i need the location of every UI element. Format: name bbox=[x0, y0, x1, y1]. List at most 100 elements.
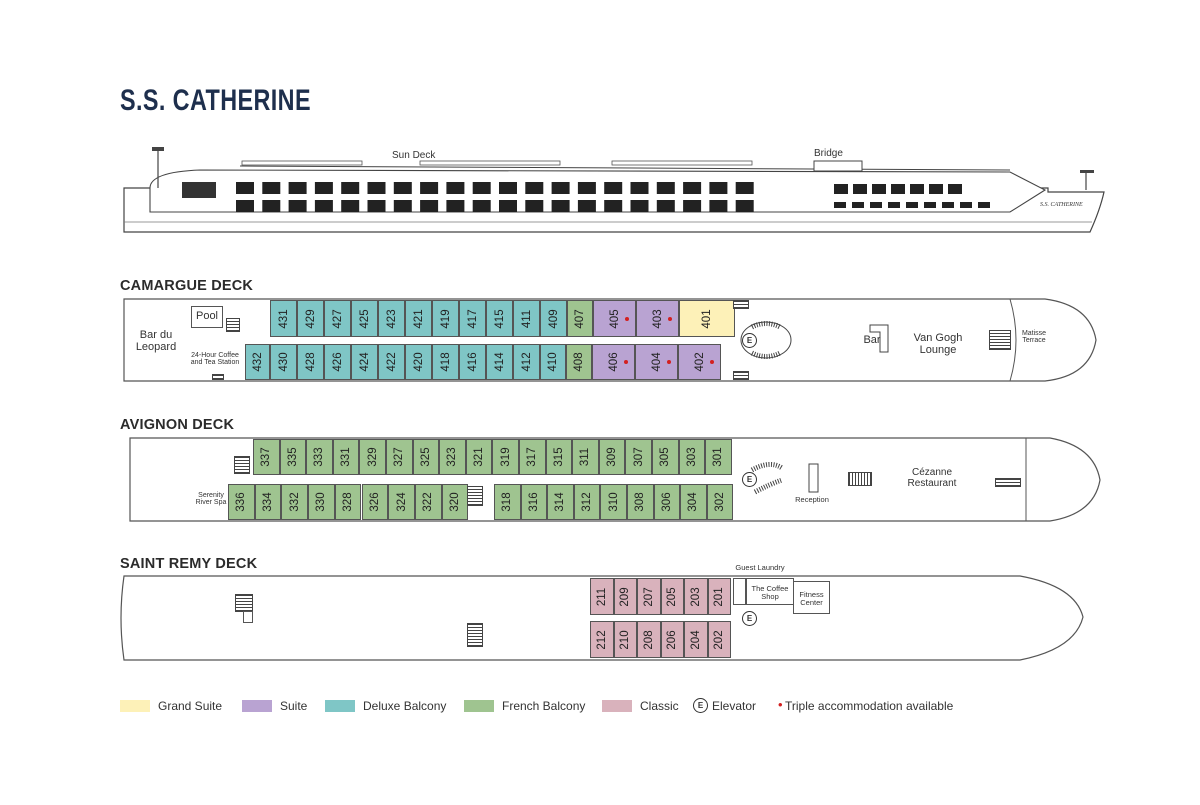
cabin-319[interactable]: 319 bbox=[492, 439, 519, 475]
window bbox=[709, 200, 728, 212]
cabin-411[interactable]: 411 bbox=[513, 300, 540, 337]
cabin-208[interactable]: 208 bbox=[637, 621, 661, 658]
cabin-212[interactable]: 212 bbox=[590, 621, 614, 658]
cabin-401[interactable]: 401 bbox=[679, 300, 735, 337]
cabin-328[interactable]: 328 bbox=[334, 484, 362, 520]
cabin-301[interactable]: 301 bbox=[705, 439, 732, 475]
window bbox=[656, 200, 675, 212]
cabin-304[interactable]: 304 bbox=[680, 484, 707, 520]
cabin-334[interactable]: 334 bbox=[254, 484, 282, 520]
cabin-309[interactable]: 309 bbox=[598, 439, 626, 475]
window bbox=[870, 202, 882, 208]
cabin-424[interactable]: 424 bbox=[351, 344, 378, 380]
cabin-314[interactable]: 314 bbox=[547, 484, 574, 520]
cabin-333[interactable]: 333 bbox=[306, 439, 333, 475]
cabin-408[interactable]: 408 bbox=[566, 344, 592, 380]
cabin-203[interactable]: 203 bbox=[684, 578, 708, 615]
cabin-316[interactable]: 316 bbox=[520, 484, 548, 520]
cabin-430[interactable]: 430 bbox=[270, 344, 297, 380]
cabin-418[interactable]: 418 bbox=[432, 344, 459, 380]
cabin-202[interactable]: 202 bbox=[707, 621, 731, 658]
cabin-322[interactable]: 322 bbox=[414, 484, 442, 520]
cabin-206[interactable]: 206 bbox=[660, 621, 684, 658]
cabin-201[interactable]: 201 bbox=[707, 578, 731, 615]
cabin-415[interactable]: 415 bbox=[486, 300, 513, 337]
cabin-414[interactable]: 414 bbox=[486, 344, 513, 380]
cabin-332[interactable]: 332 bbox=[281, 484, 309, 520]
cabin-323[interactable]: 323 bbox=[439, 439, 466, 475]
window bbox=[551, 182, 570, 194]
cabin-311[interactable]: 311 bbox=[572, 439, 599, 475]
window bbox=[929, 184, 943, 194]
cabin-405[interactable]: 405 bbox=[593, 300, 636, 337]
legend-label: French Balcony bbox=[502, 699, 586, 713]
window bbox=[604, 182, 623, 194]
cabin-406[interactable]: 406 bbox=[592, 344, 635, 380]
triple-accommodation-marker bbox=[667, 316, 672, 321]
cabin-412[interactable]: 412 bbox=[513, 344, 540, 380]
cabin-305[interactable]: 305 bbox=[652, 439, 679, 475]
cabin-329[interactable]: 329 bbox=[359, 439, 386, 475]
cabin-310[interactable]: 310 bbox=[600, 484, 627, 520]
cabin-409[interactable]: 409 bbox=[540, 300, 567, 337]
cabin-410[interactable]: 410 bbox=[540, 344, 566, 380]
cabin-407[interactable]: 407 bbox=[567, 300, 593, 337]
cabin-321[interactable]: 321 bbox=[465, 439, 493, 475]
cabin-312[interactable]: 312 bbox=[573, 484, 601, 520]
cabin-210[interactable]: 210 bbox=[613, 621, 637, 658]
cabin-427[interactable]: 427 bbox=[324, 300, 351, 337]
cabin-402[interactable]: 402 bbox=[678, 344, 721, 380]
cabin-325[interactable]: 325 bbox=[412, 439, 440, 475]
cabin-330[interactable]: 330 bbox=[308, 484, 335, 520]
cabin-302[interactable]: 302 bbox=[706, 484, 734, 520]
window bbox=[472, 200, 491, 212]
window bbox=[262, 182, 281, 194]
cabin-209[interactable]: 209 bbox=[613, 578, 637, 615]
cabin-307[interactable]: 307 bbox=[625, 439, 652, 475]
cabin-207[interactable]: 207 bbox=[637, 578, 661, 615]
cabin-327[interactable]: 327 bbox=[386, 439, 413, 475]
cabin-306[interactable]: 306 bbox=[653, 484, 681, 520]
cabin-425[interactable]: 425 bbox=[351, 300, 378, 337]
cabin-number: 208 bbox=[642, 629, 655, 650]
window bbox=[420, 182, 439, 194]
cabin-431[interactable]: 431 bbox=[270, 300, 297, 337]
window bbox=[393, 200, 412, 212]
cabin-403[interactable]: 403 bbox=[636, 300, 679, 337]
cabin-303[interactable]: 303 bbox=[678, 439, 706, 475]
cabin-416[interactable]: 416 bbox=[459, 344, 486, 380]
window bbox=[978, 202, 990, 208]
cabin-336[interactable]: 336 bbox=[228, 484, 255, 520]
saint-remy-deck-title: SAINT REMY DECK bbox=[120, 556, 258, 572]
cabin-320[interactable]: 320 bbox=[441, 484, 469, 520]
cabin-331[interactable]: 331 bbox=[332, 439, 360, 475]
cabin-404[interactable]: 404 bbox=[635, 344, 678, 380]
cabin-318[interactable]: 318 bbox=[494, 484, 521, 520]
cabin-337[interactable]: 337 bbox=[253, 439, 280, 475]
cabin-420[interactable]: 420 bbox=[405, 344, 432, 380]
cabin-324[interactable]: 324 bbox=[388, 484, 415, 520]
window bbox=[924, 202, 936, 208]
cabin-335[interactable]: 335 bbox=[279, 439, 307, 475]
cabin-417[interactable]: 417 bbox=[459, 300, 486, 337]
cabin-number: 212 bbox=[595, 629, 608, 650]
cabin-429[interactable]: 429 bbox=[297, 300, 324, 337]
cabin-205[interactable]: 205 bbox=[660, 578, 684, 615]
cabin-426[interactable]: 426 bbox=[324, 344, 351, 380]
sun-deck-label: Sun Deck bbox=[392, 150, 436, 161]
cabin-421[interactable]: 421 bbox=[405, 300, 432, 337]
cabin-315[interactable]: 315 bbox=[545, 439, 573, 475]
cabin-423[interactable]: 423 bbox=[378, 300, 405, 337]
window bbox=[888, 202, 900, 208]
cabin-204[interactable]: 204 bbox=[684, 621, 708, 658]
cabin-422[interactable]: 422 bbox=[378, 344, 405, 380]
cabin-317[interactable]: 317 bbox=[519, 439, 546, 475]
cabin-419[interactable]: 419 bbox=[432, 300, 459, 337]
cabin-326[interactable]: 326 bbox=[361, 484, 389, 520]
cabin-211[interactable]: 211 bbox=[590, 578, 614, 615]
window bbox=[367, 200, 386, 212]
cabin-308[interactable]: 308 bbox=[627, 484, 654, 520]
reception-label: Reception bbox=[795, 495, 829, 504]
cabin-428[interactable]: 428 bbox=[297, 344, 324, 380]
cabin-432[interactable]: 432 bbox=[245, 344, 270, 380]
